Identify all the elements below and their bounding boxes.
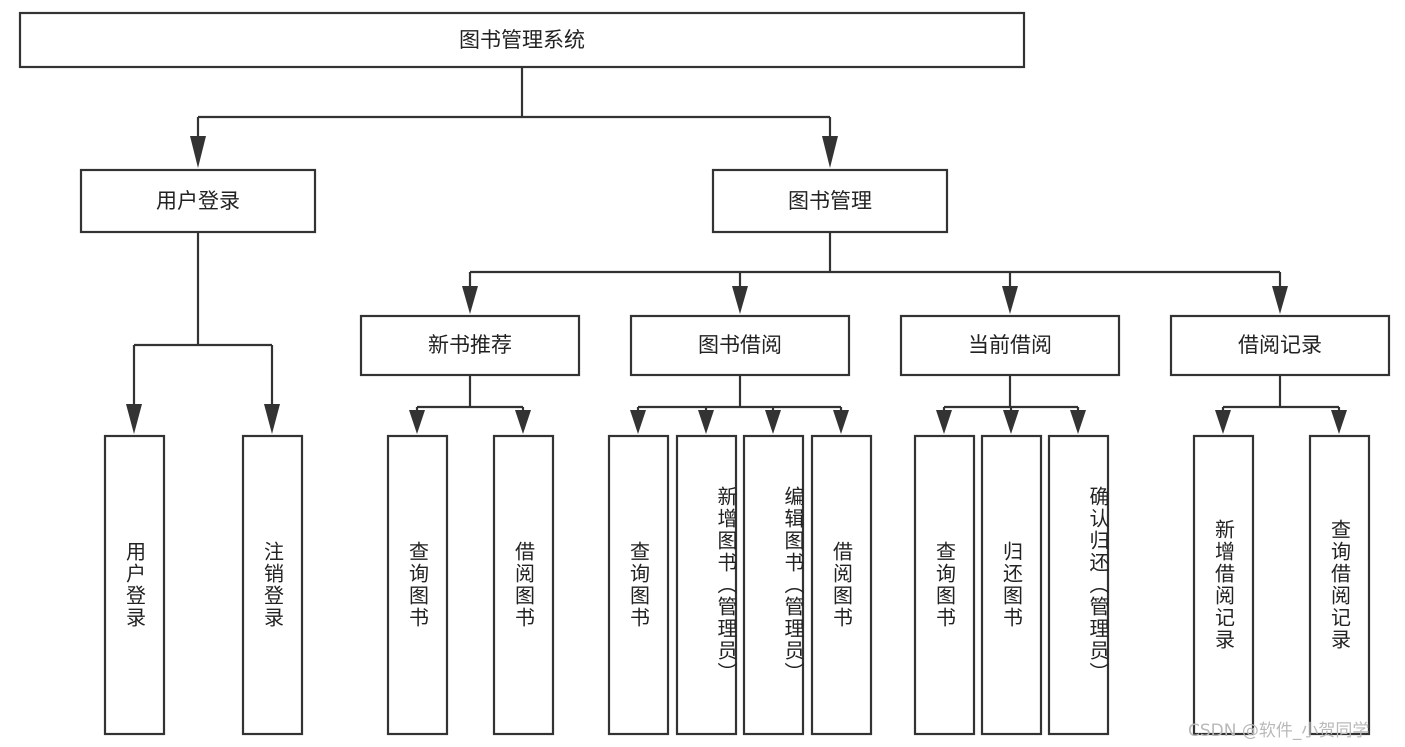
connector-group-book-manage <box>462 232 1288 314</box>
node-label-root: 图书管理系统 <box>459 28 585 52</box>
node-box-root[interactable] <box>18 11 1026 69</box>
arrow-head-logout-leaf <box>264 404 280 434</box>
arrow-head-cb-query <box>936 410 952 434</box>
node-box-leaf-11[interactable] <box>1192 434 1255 736</box>
arrow-head-new-book-rec <box>462 286 478 314</box>
node-box-leaf-10[interactable] <box>1047 434 1110 736</box>
node-box-leaf-7[interactable] <box>810 434 873 736</box>
node-box-book-manage[interactable] <box>711 168 949 234</box>
node-box-borrow-record[interactable] <box>1169 314 1391 377</box>
arrow-head-cb-confirm <box>1070 410 1086 434</box>
watermark-text: CSDN @软件_小贺同学 <box>1188 721 1370 741</box>
arrow-head-borrow-record <box>1272 286 1288 314</box>
arrow-head-nbr-query <box>409 410 425 434</box>
arrow-head-book-manage <box>822 136 838 168</box>
node-box-leaf-3[interactable] <box>492 434 555 736</box>
node-box-leaf-5[interactable] <box>675 434 738 736</box>
node-box-leaf-6[interactable] <box>742 434 805 736</box>
arrow-head-user-login-leaf <box>126 404 142 434</box>
connector-group-borrow-record <box>1215 375 1347 434</box>
node-label-current-borrow: 当前借阅 <box>968 333 1052 357</box>
arrow-head-cb-return <box>1003 410 1019 434</box>
node-label-user-login: 用户登录 <box>156 189 240 213</box>
connector-group-book-borrow <box>630 375 849 434</box>
node-box-leaf-12[interactable] <box>1308 434 1371 736</box>
arrow-head-br-query <box>1331 410 1347 434</box>
connector-group-new-book-rec <box>409 375 531 434</box>
connector-group-current-borrow <box>936 375 1086 434</box>
node-box-new-book-rec[interactable] <box>359 314 581 377</box>
arrow-head-user-login <box>190 136 206 168</box>
node-box-current-borrow[interactable] <box>899 314 1121 377</box>
node-box-leaf-1[interactable] <box>241 434 304 736</box>
arrow-head-book-borrow <box>732 286 748 314</box>
node-box-leaf-2[interactable] <box>386 434 449 736</box>
arrow-head-br-add <box>1215 410 1231 434</box>
connector-group-root <box>190 67 838 168</box>
node-label-new-book-rec: 新书推荐 <box>428 333 512 357</box>
arrow-head-bb-edit <box>765 410 781 434</box>
node-box-leaf-0[interactable] <box>103 434 166 736</box>
arrow-head-bb-add <box>698 410 714 434</box>
arrow-head-current-borrow <box>1002 286 1018 314</box>
node-box-book-borrow[interactable] <box>629 314 851 377</box>
node-box-user-login[interactable] <box>79 168 317 234</box>
arrow-head-nbr-borrow <box>515 410 531 434</box>
node-label-book-borrow: 图书借阅 <box>698 333 782 357</box>
node-box-leaf-9[interactable] <box>980 434 1043 736</box>
node-label-borrow-record: 借阅记录 <box>1238 333 1322 357</box>
node-box-leaf-4[interactable] <box>607 434 670 736</box>
node-box-leaf-8[interactable] <box>913 434 976 736</box>
connector-group-user-login <box>126 232 280 434</box>
arrow-head-bb-query <box>630 410 646 434</box>
arrow-head-bb-borrow <box>833 410 849 434</box>
node-label-book-manage: 图书管理 <box>788 189 872 213</box>
